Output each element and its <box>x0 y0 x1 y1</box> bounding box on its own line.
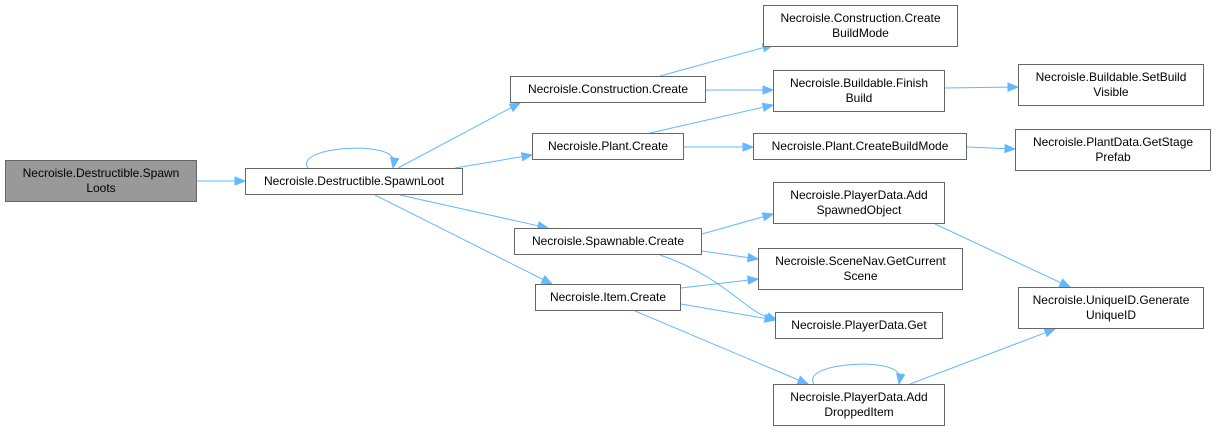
edge-buildable-finish-build-to-buildable-set-visible-arrowhead <box>1007 82 1020 92</box>
edge-plant-create-to-buildable-finish-build <box>649 106 764 134</box>
node-buildable-finish-build[interactable]: Necroisle.Buildable.Finish Build <box>773 70 945 112</box>
edge-playerdata-add-dropped-to-playerdata-add-dropped <box>812 363 900 385</box>
edge-spawnable-create-to-playerdata-get <box>659 254 768 318</box>
edge-playerdata-add-dropped-to-uniqueid-generate-arrowhead <box>1043 328 1057 338</box>
node-item-create[interactable]: Necroisle.Item.Create <box>535 284 681 311</box>
edge-plant-create-to-buildable-finish-build-arrowhead <box>761 102 775 112</box>
node-uniqueid-generate[interactable]: Necroisle.UniqueID.Generate UniqueID <box>1018 287 1204 329</box>
node-playerdata-add-spawned[interactable]: Necroisle.PlayerData.Add SpawnedObject <box>773 182 945 224</box>
edge-playerdata-add-spawned-to-uniqueid-generate <box>934 223 1062 284</box>
node-spawnable-create[interactable]: Necroisle.Spawnable.Create <box>514 228 702 255</box>
edge-spawn-loot-to-spawnable-create <box>399 194 539 227</box>
node-plant-create[interactable]: Necroisle.Plant.Create <box>532 133 684 160</box>
edge-spawn-loot-to-spawn-loot <box>306 147 394 169</box>
node-construction-create[interactable]: Necroisle.Construction.Create <box>510 76 706 103</box>
edge-spawn-loot-to-plant-create <box>454 156 523 169</box>
edge-playerdata-add-dropped-to-uniqueid-generate <box>909 332 1046 385</box>
node-playerdata-add-dropped[interactable]: Necroisle.PlayerData.Add DroppedItem <box>773 384 945 426</box>
edge-spawn-loot-to-item-create-arrowhead <box>540 275 554 285</box>
edge-playerdata-add-spawned-to-uniqueid-generate-arrowhead <box>1058 278 1072 288</box>
node-plant-create-buildmode[interactable]: Necroisle.Plant.CreateBuildMode <box>753 133 967 160</box>
edge-buildable-finish-build-to-buildable-set-visible <box>944 86 1009 89</box>
edge-spawn-loot-to-item-create <box>374 194 544 280</box>
edge-spawn-loot-to-construction-create <box>397 107 512 169</box>
edge-plant-create-buildmode-to-plantdata-get-stage-arrowhead <box>1004 143 1017 154</box>
node-plantdata-get-stage[interactable]: Necroisle.PlantData.GetStage Prefab <box>1015 129 1211 171</box>
edge-item-create-to-scenenav-get-current-arrowhead <box>747 275 760 285</box>
node-buildable-set-visible[interactable]: Necroisle.Buildable.SetBuild Visible <box>1018 64 1204 106</box>
edge-spawnable-create-to-playerdata-add-spawned-arrowhead <box>761 212 775 222</box>
node-scenenav-get-current[interactable]: Necroisle.SceneNav.GetCurrent Scene <box>758 248 963 290</box>
node-spawn-loots[interactable]: Necroisle.Destructible.Spawn Loots <box>5 160 197 202</box>
edge-item-create-to-playerdata-get <box>680 303 766 319</box>
edge-playerdata-add-dropped-to-playerdata-add-dropped-arrowhead <box>896 372 906 386</box>
edge-item-create-to-playerdata-add-dropped <box>634 310 799 381</box>
node-construction-create-buildmode[interactable]: Necroisle.Construction.Create BuildMode <box>763 5 958 47</box>
edge-spawn-loot-to-spawn-loot-arrowhead <box>390 156 400 170</box>
edge-spawnable-create-to-playerdata-add-spawned <box>701 216 764 235</box>
edge-construction-create-to-buildable-finish-build-arrowhead <box>762 85 775 95</box>
edge-spawnable-create-to-scenenav-get-current-arrowhead <box>746 252 760 263</box>
edge-spawnable-create-to-scenenav-get-current <box>701 250 749 259</box>
node-spawn-loot[interactable]: Necroisle.Destructible.SpawnLoot <box>245 168 463 195</box>
node-playerdata-get[interactable]: Necroisle.PlayerData.Get <box>775 312 943 339</box>
edge-construction-create-to-construction-create-buildmode <box>659 47 764 77</box>
edge-spawn-loots-to-spawn-loot-arrowhead <box>234 176 247 186</box>
edge-plant-create-to-plant-create-buildmode-arrowhead <box>742 142 755 152</box>
edge-spawn-loot-to-construction-create-arrowhead <box>508 102 522 113</box>
edge-plant-create-buildmode-to-plantdata-get-stage <box>966 146 1006 150</box>
edge-item-create-to-playerdata-add-dropped-arrowhead <box>796 375 810 385</box>
edge-spawn-loot-to-plant-create-arrowhead <box>520 152 534 162</box>
edge-item-create-to-scenenav-get-current <box>680 279 749 289</box>
